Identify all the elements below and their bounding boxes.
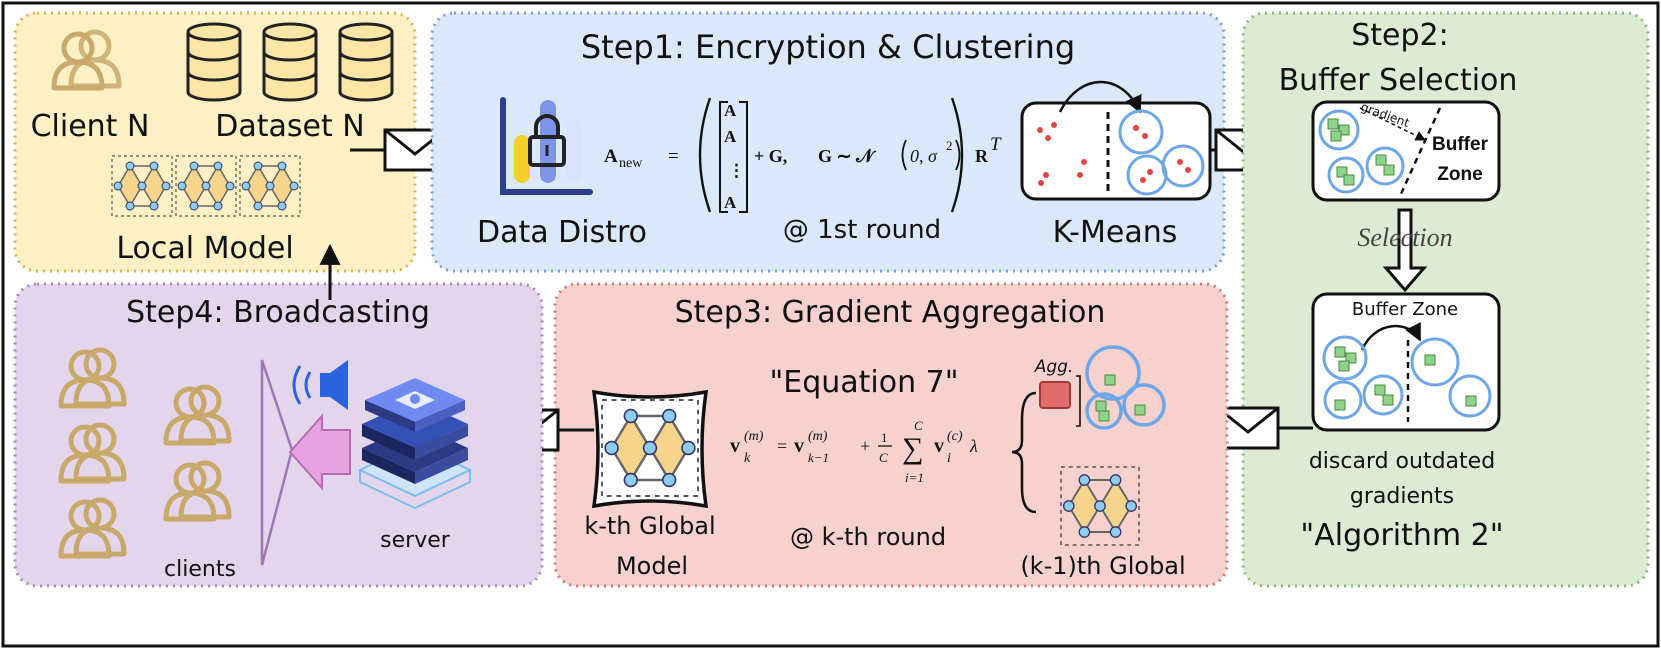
formula-sum-top: C <box>914 418 923 433</box>
dataset-icon <box>186 22 394 102</box>
formula-lambda: λ <box>969 436 978 456</box>
formula-plus: + <box>860 436 870 456</box>
kth-global-model-icon <box>591 389 709 509</box>
step1-title: Step1: Encryption & Clustering <box>581 28 1075 66</box>
matrix-row-1: A <box>724 101 737 120</box>
formula-sq: 2 <box>946 138 953 153</box>
kmeans-label: K-Means <box>1053 215 1178 250</box>
local-model-label: Local Model <box>116 231 293 266</box>
discard-label-line2: gradients <box>1350 484 1454 509</box>
aggregation-formula: v (m) k = v (m) k−1 + 1 C C ∑ i=1 v (c) … <box>730 418 978 485</box>
formula-rt: R <box>975 146 989 166</box>
formula-v3: v <box>934 435 944 457</box>
buffer-zone-label-line1: Buffer <box>1432 134 1489 155</box>
selection-arrow <box>1382 208 1428 293</box>
formula-c: C <box>879 450 888 465</box>
kth-model-label-line1: k-th Global <box>584 512 715 540</box>
formula-km1: k−1 <box>808 450 829 465</box>
server-label: server <box>380 528 451 553</box>
dataset-label: Dataset N <box>215 109 364 144</box>
step3-panel-bg <box>553 282 1229 588</box>
formula-plus-g: + G, <box>754 146 787 166</box>
formula-noise-args: 0, σ <box>910 146 938 166</box>
data-distro-label: Data Distro <box>477 215 647 250</box>
step2-title-line1: Step2: <box>1351 18 1449 53</box>
matrix-row-2: A <box>724 127 737 146</box>
step3-panel: Step3: Gradient Aggregation "Equation 7"… <box>553 282 1229 588</box>
brace <box>1011 391 1037 514</box>
step4-title: Step4: Broadcasting <box>126 295 430 330</box>
formula-rt-sup: T <box>990 134 1002 155</box>
formula-lhs: A <box>604 146 618 167</box>
step3-round-label: @ k-th round <box>790 523 946 551</box>
matrix-row-3: ⋮ <box>728 161 745 180</box>
step4-panel: Step4: Broadcasting clients <box>13 282 544 588</box>
formula-eq: = <box>777 436 787 456</box>
step4-panel-bg <box>13 282 544 588</box>
formula-sum: ∑ <box>902 432 923 465</box>
formula-m2: (m) <box>808 429 828 444</box>
data-distribution-icon <box>500 97 593 195</box>
prev-global-label: (k-1)th Global <box>1020 552 1185 580</box>
client-label: Client N <box>31 109 150 144</box>
buffer-zone-title: Buffer Zone <box>1352 299 1458 320</box>
selection-label: Selection <box>1357 223 1452 252</box>
step1-panel: Step1: Encryption & Clustering Data Dist… <box>430 11 1226 273</box>
buffer-zone-icon <box>1311 292 1501 432</box>
equation-label: "Equation 7" <box>769 365 958 400</box>
discard-label-line1: discard outdated <box>1309 449 1495 474</box>
aggregated-clusters-icon <box>1039 345 1166 430</box>
step2-title-line2: Buffer Selection <box>1279 63 1518 98</box>
kth-model-label-line2: Model <box>616 552 688 580</box>
speaker-icon <box>292 360 348 410</box>
step2-panel: Step2: Buffer Selection gradient Buffer … <box>1241 11 1650 588</box>
formula-m1: (m) <box>744 429 764 444</box>
broadcast-cone <box>260 359 294 566</box>
formula-v1: v <box>730 435 740 457</box>
formula-sum-bottom: i=1 <box>905 470 924 485</box>
step1-round-label: @ 1st round <box>783 215 941 245</box>
algorithm-label: "Algorithm 2" <box>1300 518 1503 553</box>
formula-lhs-sub: new <box>619 156 643 171</box>
formula-k1: k <box>744 451 751 466</box>
clients-label: clients <box>164 557 236 582</box>
formula-c-sup: (c) <box>947 429 963 444</box>
formula-eq: = <box>668 146 679 167</box>
step3-title: Step3: Gradient Aggregation <box>675 295 1106 330</box>
formula-one: 1 <box>881 430 888 445</box>
broadcast-arrow <box>288 413 351 491</box>
buffer-selection-icon <box>1311 100 1501 202</box>
formula-i: i <box>947 451 951 466</box>
encryption-formula: A new = A A ⋮ A + G, G ∼ 𝒩 0, σ 2 R T <box>604 97 1002 213</box>
client-panel: Client N Dataset N Local Model <box>13 11 417 273</box>
formula-v2: v <box>794 435 804 457</box>
formula-noise: G ∼ 𝒩 <box>818 146 876 166</box>
buffer-zone-label-line2: Zone <box>1437 164 1482 185</box>
server-icon <box>357 378 473 510</box>
agg-label: Agg. <box>1034 357 1074 377</box>
matrix-row-4: A <box>724 193 737 212</box>
